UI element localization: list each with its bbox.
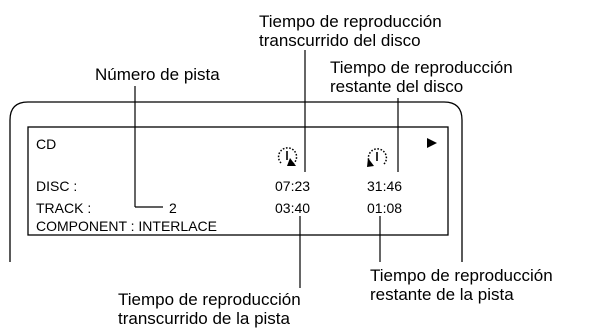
display-track-remaining: 01:08 <box>367 200 403 216</box>
display-track-number: 2 <box>169 200 177 216</box>
callout-disc-remaining-line1: Tiempo de reproducción <box>330 58 513 77</box>
callout-disc-elapsed-line2: transcurrido del disco <box>259 31 421 50</box>
callout-disc-elapsed: Tiempo de reproducción transcurrido del … <box>259 12 442 50</box>
callout-track-elapsed: Tiempo de reproducción transcurrido de l… <box>118 290 301 328</box>
elapsed-clock-icon <box>277 147 298 166</box>
display-component: COMPONENT : INTERLACE <box>36 218 217 234</box>
play-indicator-icon <box>427 138 437 148</box>
display-disc-remaining: 31:46 <box>367 178 403 194</box>
display-disc-label: DISC : <box>36 178 78 194</box>
outer-frame <box>9 101 463 262</box>
callout-disc-remaining-line2: restante del disco <box>330 77 464 96</box>
callout-track-number: Número de pista <box>95 65 220 84</box>
display-track-elapsed: 03:40 <box>275 200 311 216</box>
callout-track-remaining: Tiempo de reproducción restante de la pi… <box>370 266 553 304</box>
callout-track-elapsed-line1: Tiempo de reproducción <box>118 290 301 309</box>
display-disc-elapsed: 07:23 <box>275 178 311 194</box>
callout-disc-remaining: Tiempo de reproducción restante del disc… <box>330 58 513 96</box>
callout-disc-elapsed-line1: Tiempo de reproducción <box>259 12 442 31</box>
display-box <box>27 126 449 236</box>
callout-track-remaining-line1: Tiempo de reproducción <box>370 266 553 285</box>
display-source: CD <box>36 136 57 152</box>
callout-track-elapsed-line2: transcurrido de la pista <box>118 309 290 328</box>
callout-track-remaining-line2: restante de la pista <box>370 285 514 304</box>
display-track-label: TRACK : <box>36 200 92 216</box>
remaining-clock-icon <box>367 148 388 167</box>
